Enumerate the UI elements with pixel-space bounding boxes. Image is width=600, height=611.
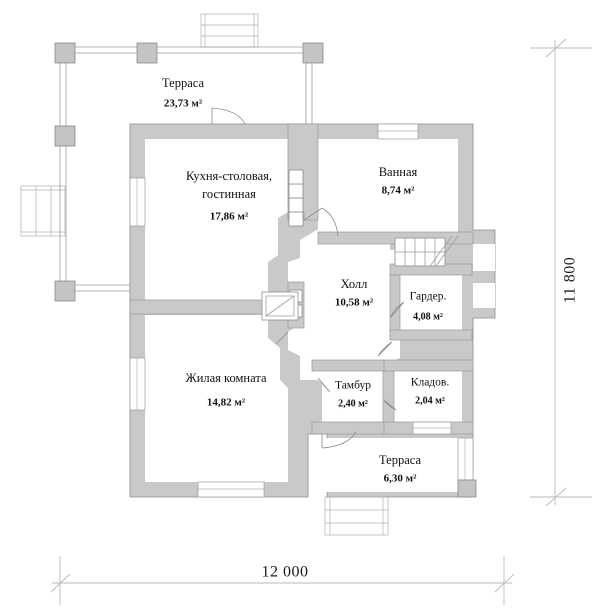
label-kitchen-line2: гостинная — [202, 187, 256, 201]
area-terrace-upper: 23,73 м² — [164, 98, 203, 110]
wardrobe-interior — [398, 274, 462, 336]
terrace-pillar-ne — [302, 42, 324, 64]
stove-burner-3 — [288, 169, 304, 185]
area-vestibule: 2,40 м² — [338, 398, 368, 409]
label-kitchen-line1: Кухня-столовая, — [186, 169, 272, 183]
storage-interior — [393, 370, 462, 422]
stove-burner-1 — [288, 183, 304, 199]
label-living-room: Жилая комната — [186, 371, 267, 385]
label-hall: Холл — [341, 277, 368, 291]
terrace-pillar-sw — [54, 280, 76, 302]
room-interiors — [145, 139, 495, 492]
staircase-hall — [394, 235, 459, 267]
stove-burner-2 — [288, 197, 304, 213]
window-openings — [129, 123, 474, 498]
bay-niche-lower — [473, 283, 495, 308]
bathroom-interior — [318, 139, 458, 232]
kitchen-sink — [261, 291, 299, 321]
label-bathroom: Ванная — [379, 165, 418, 179]
entry-steps-bottom — [324, 496, 389, 536]
terrace-pillar-w — [54, 125, 76, 147]
door-swings — [211, 107, 405, 449]
living-room-interior — [145, 315, 288, 482]
area-wardrobe: 4,08 м² — [413, 311, 443, 322]
entry-steps-top — [200, 13, 259, 48]
dimension-lines — [50, 38, 592, 605]
label-storage: Кладов. — [411, 377, 450, 389]
window-west-lower — [129, 357, 146, 411]
window-terrace-lower-east — [457, 437, 474, 481]
partition-storage-north — [382, 359, 474, 372]
terrace-lower-pillar — [457, 479, 477, 498]
area-living-room: 14,82 м² — [207, 397, 246, 409]
area-terrace-lower: 6,30 м² — [384, 473, 417, 485]
hall-interior — [288, 228, 400, 392]
window-west-upper — [129, 177, 146, 227]
kitchen-interior — [145, 139, 288, 300]
partition-vestibule-north — [311, 359, 385, 372]
room-labels: Терраса 23,73 м² Кухня-столовая, гостинн… — [162, 76, 449, 485]
dimension-labels: 12 000 11 800 — [262, 257, 579, 581]
terrace-upper-structure — [54, 42, 324, 302]
partition-vestibule-south — [311, 421, 385, 435]
dimension-tick-right — [494, 573, 515, 593]
partition-storage-west — [382, 370, 395, 424]
partition-wardrobe-south — [389, 329, 473, 341]
dimension-tick-bottom — [545, 487, 567, 507]
dimension-tick-top — [545, 38, 567, 58]
terrace-lower-interior — [322, 438, 473, 492]
side-steps-left — [20, 185, 66, 237]
area-kitchen: 17,86 м² — [210, 211, 249, 223]
label-vestibule: Тамбур — [335, 380, 371, 392]
terrace-pillar-n — [136, 42, 158, 64]
label-wardrobe: Гардер. — [410, 291, 447, 303]
window-south-living — [197, 481, 265, 498]
bay-niche-upper — [473, 244, 495, 271]
area-hall: 10,58 м² — [335, 297, 374, 309]
vestibule-interior — [322, 372, 385, 422]
terrace-pillar-nw — [54, 42, 76, 64]
window-north-bath — [377, 123, 419, 140]
area-bathroom: 8,74 м² — [382, 185, 415, 197]
label-terrace-upper: Терраса — [162, 76, 204, 90]
label-terrace-lower: Терраса — [379, 453, 421, 467]
stove-burner-4 — [288, 211, 304, 227]
dimension-width-label: 12 000 — [262, 564, 309, 581]
dimension-tick-left — [50, 573, 71, 593]
kitchen-fixtures — [261, 169, 304, 321]
dimension-height-label: 11 800 — [562, 257, 579, 303]
area-storage: 2,04 м² — [415, 395, 445, 406]
